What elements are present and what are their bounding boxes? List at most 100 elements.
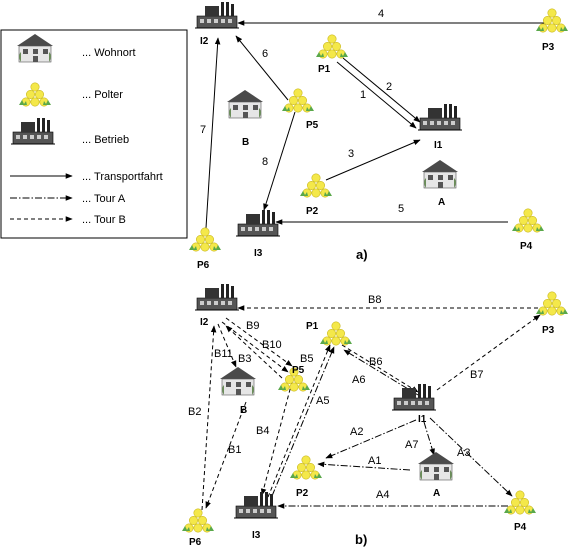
node-b-p2-label: P2 — [296, 488, 309, 499]
log-pile-icon — [535, 8, 569, 33]
node-b-i1-label: I1 — [418, 414, 427, 425]
node-b-a-label: A — [433, 488, 440, 499]
legend-polter-label: ... Polter — [82, 89, 123, 101]
edge-a-3 — [325, 139, 421, 181]
edge-a5-label: A5 — [316, 395, 329, 407]
panel-a: 4 1 2 3 5 6 8 7 I2 P3 P1 B P5 I1 A P2 — [188, 1, 569, 271]
house-icon — [226, 89, 264, 119]
edge-b2 — [201, 325, 217, 511]
factory-icon — [194, 1, 240, 29]
edge-a7-label: A7 — [405, 439, 418, 451]
node-a-p6-label: P6 — [197, 260, 210, 271]
edge-b8-label: B8 — [368, 294, 381, 306]
legend: ... Wohnort ... Polter ... Betrieb ... T… — [0, 29, 188, 239]
edge-a-2-label: 2 — [386, 81, 392, 93]
edge-a6 — [343, 349, 419, 396]
node-b-p3-label: P3 — [542, 325, 555, 336]
edge-b7-label: B7 — [470, 369, 483, 381]
house-icon — [421, 159, 459, 189]
edge-b5 — [267, 344, 331, 498]
factory-icon — [235, 209, 281, 237]
log-pile-icon — [535, 291, 569, 316]
edge-b7 — [436, 314, 541, 391]
node-b-i2-label: I2 — [200, 317, 209, 328]
edge-a3 — [429, 417, 513, 497]
edge-b3 — [217, 323, 237, 368]
house-icon — [417, 451, 455, 481]
node-a-p2-label: P2 — [306, 206, 319, 217]
node-a-i1-label: I1 — [434, 140, 443, 151]
legend-tour-a-label: ... Tour A — [82, 193, 126, 205]
edge-a4-label: A4 — [376, 489, 389, 501]
legend-transport-label: ... Transportfahrt — [82, 171, 163, 183]
edge-b1-label: B1 — [228, 444, 241, 456]
edge-a3-label: A3 — [457, 447, 470, 459]
edge-a-4-label: 4 — [378, 8, 384, 20]
edge-a-3-label: 3 — [348, 148, 354, 160]
edge-a-1 — [336, 61, 417, 129]
edge-a5 — [271, 346, 335, 497]
edge-b2-label: B2 — [188, 406, 201, 418]
log-pile-icon — [511, 208, 545, 233]
node-a-p1-label: P1 — [318, 64, 331, 75]
edge-a1 — [317, 461, 411, 471]
node-b-p1-label: P1 — [306, 321, 319, 332]
node-a-p3-label: P3 — [542, 42, 555, 53]
node-a-p5-label: P5 — [306, 120, 319, 131]
edge-a-7 — [205, 37, 221, 229]
edge-a-8-label: 8 — [262, 156, 268, 168]
edge-b4 — [260, 381, 293, 496]
node-b-b-label: B — [240, 405, 247, 416]
log-pile-icon — [319, 321, 353, 346]
edge-a-6-label: 6 — [262, 48, 268, 60]
factory-icon — [194, 283, 240, 311]
legend-wohnort-label: ... Wohnort — [82, 47, 136, 59]
edge-a-6 — [235, 35, 289, 101]
edge-a6-label: A6 — [352, 374, 365, 386]
log-pile-icon — [181, 508, 215, 533]
edge-a2-label: A2 — [350, 426, 363, 438]
edge-b9-label: B9 — [246, 320, 259, 332]
panel-b: B8 B7 B6 B5 B4 B9 B10 B3 B11 B1 B2 A6 A5… — [181, 283, 569, 548]
factory-icon — [391, 383, 437, 411]
edge-b10-label: B10 — [262, 339, 282, 351]
edge-a-7-label: 7 — [200, 124, 206, 136]
panel-b-label: b) — [355, 532, 367, 547]
factory-icon — [417, 103, 463, 131]
log-pile-icon — [315, 34, 349, 59]
node-a-a-label: A — [438, 197, 445, 208]
edge-a-1-label: 1 — [360, 89, 366, 101]
edge-a1-label: A1 — [368, 455, 381, 467]
factory-icon — [233, 491, 279, 519]
log-pile-icon — [281, 88, 315, 113]
edge-b5-label: B5 — [300, 353, 313, 365]
node-a-i3-label: I3 — [254, 248, 263, 259]
edge-b3-label: B3 — [238, 353, 251, 365]
edge-b6 — [341, 344, 419, 393]
edge-a-5-label: 5 — [398, 203, 404, 215]
panel-a-label: a) — [356, 247, 368, 262]
node-a-p4-label: P4 — [520, 241, 533, 252]
legend-betrieb-label: ... Betrieb — [82, 134, 129, 146]
node-a-i2-label: I2 — [200, 36, 209, 47]
node-b-p4-label: P4 — [514, 522, 527, 533]
log-pile-icon — [188, 227, 222, 252]
edge-b1 — [205, 401, 247, 509]
node-b-i3-label: I3 — [252, 530, 261, 541]
edge-b4-label: B4 — [256, 425, 269, 437]
edge-a-2 — [342, 57, 421, 123]
log-pile-icon — [289, 455, 323, 480]
house-icon — [219, 366, 257, 396]
edge-b6-label: B6 — [369, 356, 382, 368]
node-b-p6-label: P6 — [189, 537, 202, 548]
edge-b11 — [225, 325, 283, 379]
node-a-b-label: B — [242, 137, 249, 148]
edge-a7 — [423, 421, 435, 456]
edge-a2 — [325, 419, 417, 459]
edge-b11-label: B11 — [214, 348, 233, 360]
log-pile-icon — [503, 490, 537, 515]
legend-tour-b-label: ... Tour B — [82, 214, 126, 226]
node-b-p5-label: P5 — [292, 365, 305, 376]
